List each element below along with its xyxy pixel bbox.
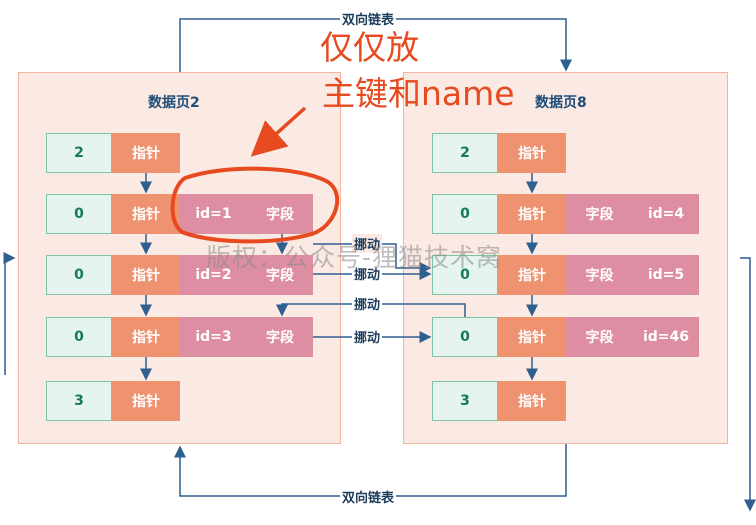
annotation-circle bbox=[170, 166, 340, 244]
move-label: 挪动 bbox=[352, 294, 383, 313]
pointer-cell: 指针 bbox=[112, 317, 180, 357]
field-cell: 字段 bbox=[247, 255, 313, 295]
pointer-cell: 指针 bbox=[112, 255, 180, 295]
record-number: 0 bbox=[46, 255, 112, 295]
annotation-line-2: 主键和name bbox=[322, 74, 515, 113]
bottom-link-label: 双向链表 bbox=[340, 487, 397, 506]
left-side-arrow bbox=[3, 252, 16, 375]
id-cell: id=2 bbox=[180, 255, 247, 295]
field-cell: 字段 bbox=[566, 194, 633, 234]
pointer-cell: 指针 bbox=[498, 255, 566, 295]
pointer-cell: 指针 bbox=[498, 381, 566, 421]
pointer-cell: 指针 bbox=[112, 194, 180, 234]
id-cell: id=1 bbox=[180, 194, 247, 234]
record-number: 0 bbox=[432, 194, 498, 234]
id-cell: id=3 bbox=[180, 317, 247, 357]
record-number: 0 bbox=[432, 317, 498, 357]
pointer-cell: 指针 bbox=[112, 133, 180, 173]
record-number: 0 bbox=[46, 194, 112, 234]
record-number: 0 bbox=[46, 317, 112, 357]
left-page-title: 数据页2 bbox=[148, 95, 200, 111]
move-label: 挪动 bbox=[352, 234, 383, 253]
pointer-cell: 指针 bbox=[498, 317, 566, 357]
pointer-cell: 指针 bbox=[112, 381, 180, 421]
id-cell: id=4 bbox=[633, 194, 699, 234]
annotation-arrow bbox=[250, 106, 307, 157]
id-cell: id=5 bbox=[633, 255, 699, 295]
right-page-title: 数据页8 bbox=[535, 95, 587, 111]
annotation-line-1: 仅仅放 bbox=[320, 28, 419, 67]
field-cell: 字段 bbox=[566, 255, 633, 295]
watermark: 版权：公众号-狸猫技术窝 bbox=[206, 243, 503, 272]
move-label: 挪动 bbox=[352, 264, 383, 283]
field-cell: 字段 bbox=[566, 317, 633, 357]
id-cell: id=46 bbox=[633, 317, 699, 357]
record-number: 3 bbox=[432, 381, 498, 421]
record-number: 2 bbox=[432, 133, 498, 173]
record-number: 3 bbox=[46, 381, 112, 421]
record-number: 2 bbox=[46, 133, 112, 173]
field-cell: 字段 bbox=[247, 194, 313, 234]
record-number: 0 bbox=[432, 255, 498, 295]
move-label: 挪动 bbox=[352, 327, 383, 346]
top-link-label: 双向链表 bbox=[340, 9, 397, 28]
pointer-cell: 指针 bbox=[498, 194, 566, 234]
field-cell: 字段 bbox=[247, 317, 313, 357]
pointer-cell: 指针 bbox=[498, 133, 566, 173]
right-side-arrow bbox=[740, 257, 756, 512]
